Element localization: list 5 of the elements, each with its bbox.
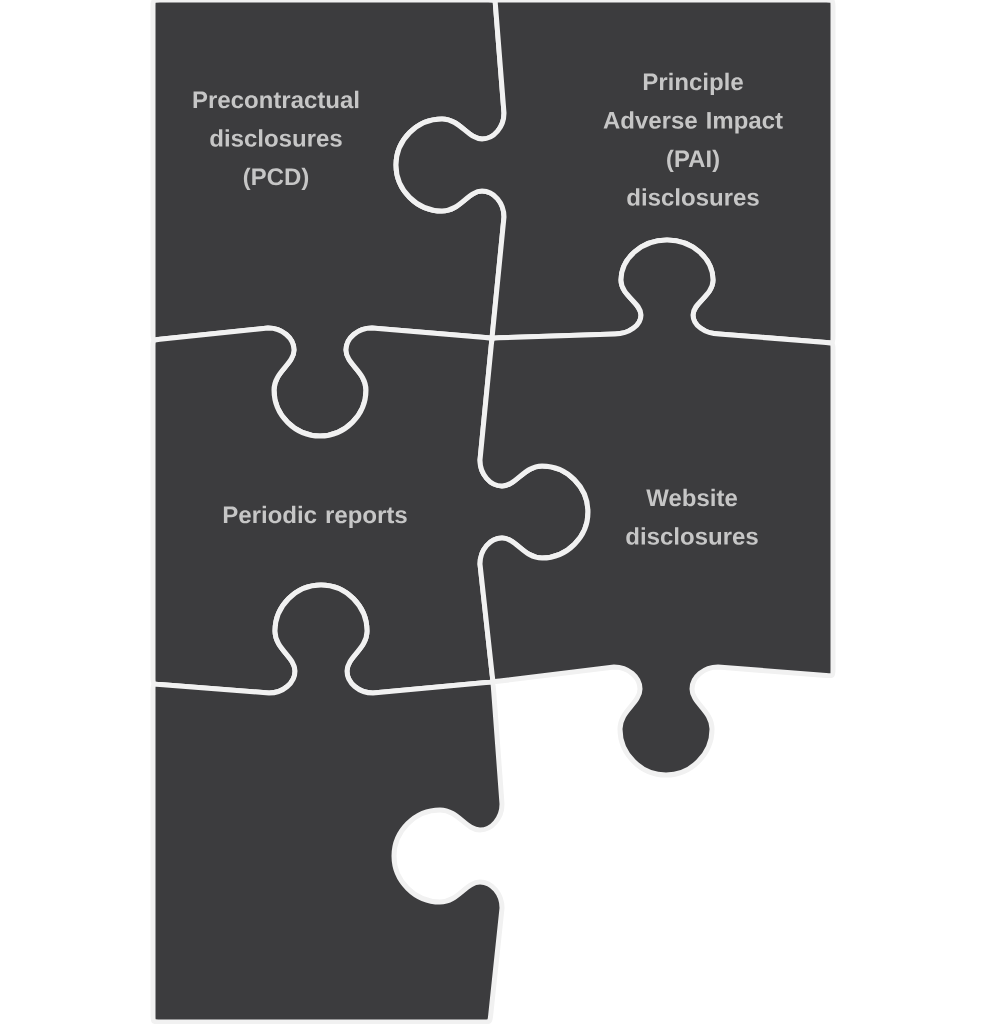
puzzle-piece: Periodic reports	[150, 325, 591, 696]
puzzle-piece: Principle Adverse Impact (PAI) disclosures	[393, 0, 836, 346]
puzzle-piece: Website disclosures	[477, 237, 836, 778]
puzzle-piece: Precontractual disclosures (PCD)	[150, 0, 507, 439]
puzzle-piece	[150, 582, 505, 1024]
